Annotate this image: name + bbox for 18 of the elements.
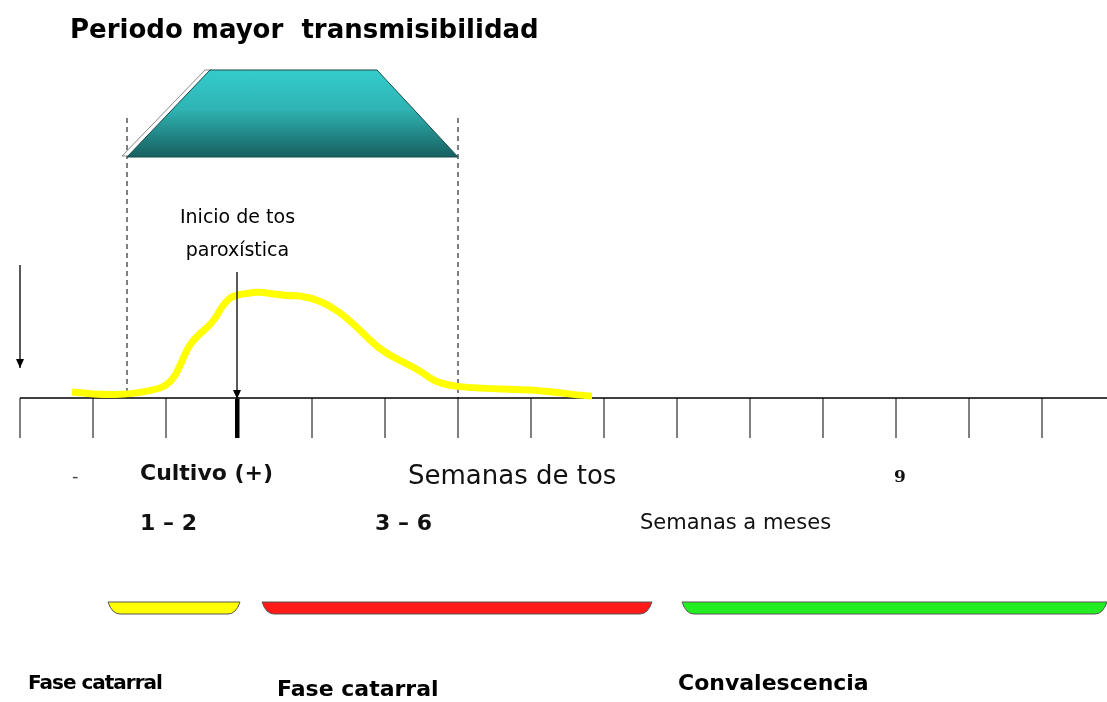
tick-label: - — [72, 465, 79, 486]
thick-tick-mark — [235, 399, 239, 438]
phase-bar — [681, 601, 1107, 615]
duration-label: 1 – 2 — [140, 510, 197, 535]
transmissibility-trapezoid — [121, 69, 459, 158]
tick-label: 9 — [894, 466, 906, 486]
phase-bar — [261, 601, 653, 615]
phase-bar — [107, 601, 241, 615]
arrow — [233, 271, 241, 400]
culture-label: Cultivo (+) — [140, 460, 274, 485]
axis-title: Semanas de tos — [408, 460, 617, 490]
annotation-text: Inicio de tos paroxística — [160, 200, 315, 266]
duration-label: 3 – 6 — [375, 510, 432, 535]
duration-label: Semanas a meses — [640, 510, 832, 534]
phase-label: Fase catarral — [277, 676, 439, 701]
period-title: Periodo mayor transmisibilidad — [70, 14, 539, 44]
phase-label: Convalescencia — [678, 670, 869, 695]
phase-label: Fase catarral — [28, 670, 162, 694]
